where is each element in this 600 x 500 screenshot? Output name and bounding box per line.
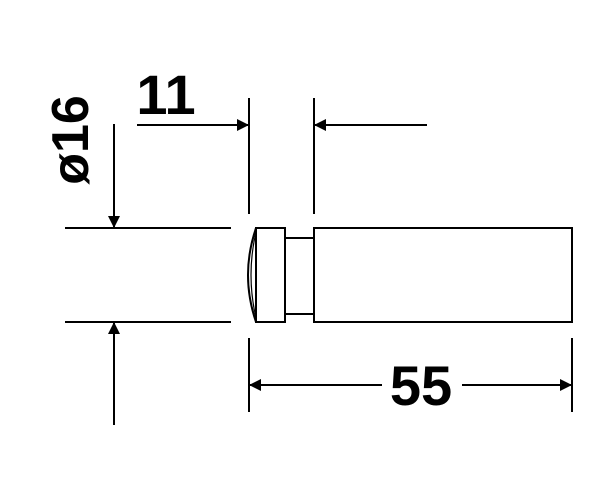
neck — [284, 237, 315, 315]
cap-length-label: 11 — [136, 63, 195, 126]
total-length-label: 55 — [390, 354, 452, 417]
cap-dome — [247, 227, 257, 323]
body — [313, 227, 573, 323]
diameter-label: ø16 — [42, 95, 100, 185]
cap-dome-inner — [250, 231, 257, 319]
cap-head — [255, 227, 286, 323]
